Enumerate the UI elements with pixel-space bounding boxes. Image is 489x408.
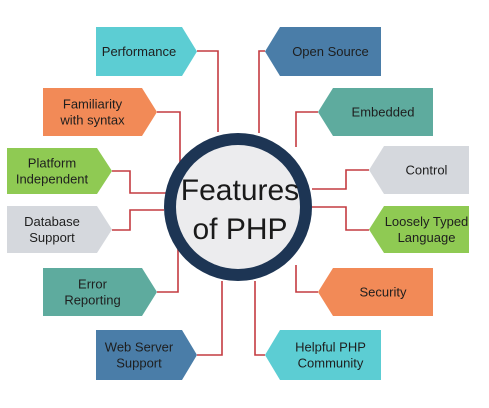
connector-platform xyxy=(112,170,166,194)
feature-label-embedded-line-1: Embedded xyxy=(352,105,415,120)
center-disc xyxy=(176,145,300,269)
feature-label-performance-line-1: Performance xyxy=(102,44,176,59)
feature-box-opensource xyxy=(265,27,381,76)
feature-box-embedded xyxy=(318,88,433,136)
feature-label-database-line-2: Support xyxy=(29,230,75,245)
feature-embedded: Embedded xyxy=(318,88,433,136)
feature-label-opensource-line-1: Open Source xyxy=(292,44,369,59)
connector-embedded xyxy=(295,111,318,147)
feature-opensource: Open Source xyxy=(265,27,381,76)
connector-performance xyxy=(197,50,219,132)
connector-helpful xyxy=(254,281,265,356)
connector-control xyxy=(312,169,369,190)
feature-box-database xyxy=(7,206,112,253)
connector-familiarity xyxy=(157,111,181,171)
connector-webserver xyxy=(197,281,223,356)
feature-label-database-line-1: Database xyxy=(24,214,80,229)
feature-box-control xyxy=(369,146,469,194)
feature-control: Control xyxy=(369,146,469,194)
feature-box-webserver xyxy=(96,330,197,380)
feature-label-platform-line-1: Platform xyxy=(28,156,76,171)
feature-label-webserver-line-2: Support xyxy=(116,356,162,371)
connector-error xyxy=(157,236,179,293)
feature-security: Security xyxy=(318,268,433,316)
center-hub: Features of PHP xyxy=(164,133,312,281)
center-title-line-1: Features xyxy=(181,174,299,207)
feature-label-familiarity-line-2: with syntax xyxy=(59,113,125,128)
connector-security xyxy=(295,265,318,293)
feature-box-performance xyxy=(96,27,197,76)
feature-label-security-line-1: Security xyxy=(360,285,407,300)
feature-box-helpful xyxy=(265,330,381,380)
feature-performance: Performance xyxy=(96,27,197,76)
feature-label-error-line-1: Error xyxy=(78,277,108,292)
feature-label-loosely-line-1: Loosely Typed xyxy=(385,214,469,229)
center-title-line-2: of PHP xyxy=(192,213,287,246)
feature-label-loosely-line-2: Language xyxy=(398,230,456,245)
feature-box-error xyxy=(43,268,157,316)
feature-label-platform-line-2: Independent xyxy=(16,172,89,187)
feature-label-control-line-1: Control xyxy=(406,163,448,178)
feature-label-helpful-line-1: Helpful PHP xyxy=(295,340,366,355)
feature-label-webserver-line-1: Web Server xyxy=(105,340,174,355)
feature-box-loosely xyxy=(369,206,469,253)
feature-label-familiarity-line-1: Familiarity xyxy=(63,97,123,112)
connector-loosely xyxy=(312,206,369,231)
feature-box-security xyxy=(318,268,433,316)
connector-opensource xyxy=(258,50,265,133)
feature-label-helpful-line-2: Community xyxy=(298,356,364,371)
feature-label-error-line-2: Reporting xyxy=(64,293,120,308)
feature-box-platform xyxy=(7,148,112,194)
feature-box-familiarity xyxy=(43,88,157,136)
connector-lines xyxy=(112,50,369,356)
connector-database xyxy=(112,209,164,231)
